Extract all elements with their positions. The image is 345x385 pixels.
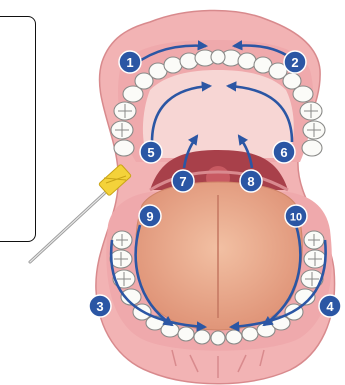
svg-text:1: 1 [126,55,133,70]
marker-9: 9 [139,205,161,227]
marker-1: 1 [119,51,141,73]
palate [143,70,294,158]
svg-text:7: 7 [179,174,186,189]
tongue [136,182,303,330]
marker-5: 5 [140,141,162,163]
marker-3: 3 [89,295,111,317]
svg-text:6: 6 [280,145,287,160]
svg-text:4: 4 [326,299,334,314]
svg-text:2: 2 [291,55,298,70]
marker-6: 6 [273,141,295,163]
marker-4: 4 [319,295,341,317]
svg-text:8: 8 [247,174,254,189]
marker-8: 8 [240,170,262,192]
svg-text:10: 10 [290,212,302,224]
marker-2: 2 [284,51,306,73]
svg-text:9: 9 [146,209,153,224]
svg-text:5: 5 [147,145,154,160]
marker-7: 7 [172,170,194,192]
svg-text:3: 3 [96,299,103,314]
marker-10: 10 [285,205,307,227]
